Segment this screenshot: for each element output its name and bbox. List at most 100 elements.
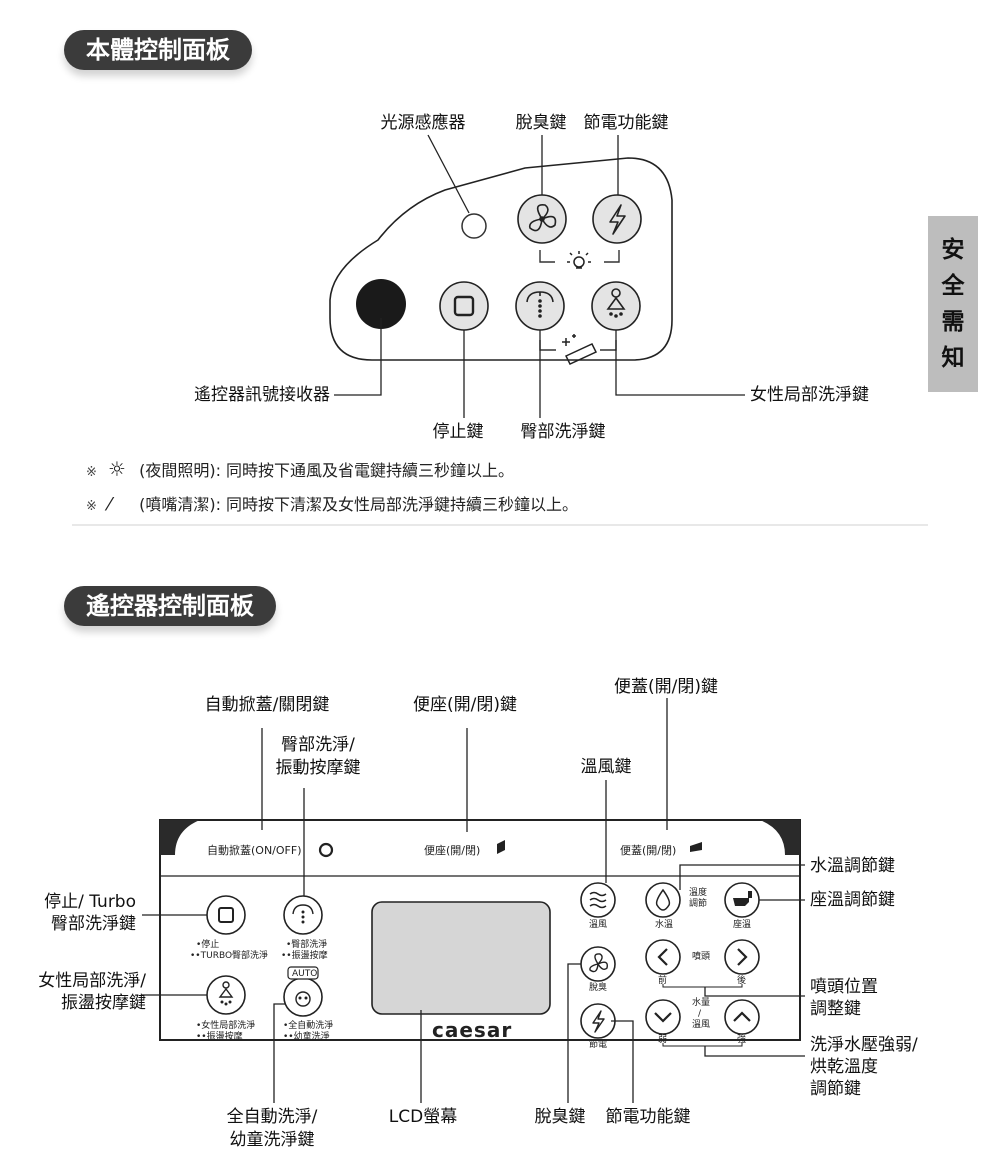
corner-left [160, 820, 200, 855]
side-tab-char: 需 [941, 309, 965, 335]
label-feminine-wash: 女性局部洗淨鍵 [750, 385, 869, 405]
feminine-massage-button[interactable] [206, 975, 246, 1015]
label-auto-wash-1: 全自動洗淨/ [226, 1107, 318, 1127]
nozzle-btn-label: 噴頭 [692, 952, 711, 962]
water-vol-1: 水量 [692, 998, 711, 1008]
strong-label: 強 [737, 1035, 747, 1045]
label-lid-toggle: 便蓋(開/閉)鍵 [614, 677, 718, 697]
note-text: (夜間照明): 同時按下通風及省電鍵持續三秒鐘以上。 [139, 461, 515, 480]
fem-sub-1: •女性局部洗淨 [196, 1021, 256, 1031]
nozzle-back-button[interactable] [724, 939, 760, 975]
stop-icon [453, 295, 475, 317]
lightning-icon [592, 1010, 605, 1033]
note-night-light: ※ ☼ (夜間照明): 同時按下通風及省電鍵持續三秒鐘以上。 [86, 458, 514, 484]
feminine-wash-button[interactable] [591, 281, 641, 331]
stop-turbo-button[interactable] [206, 895, 246, 935]
rear-sub-2: ••振盪按摩 [281, 951, 328, 961]
warm-air-icon [589, 891, 607, 909]
label-nozzle-1: 噴頭位置 [810, 977, 878, 997]
rear-wash-icon [292, 904, 314, 924]
label-pressure-3: 調節鍵 [810, 1079, 861, 1099]
note-text: (噴嘴清潔): 同時按下清潔及女性局部洗淨鍵持續三秒鐘以上。 [139, 495, 579, 514]
power-save-button[interactable] [592, 194, 642, 244]
label-deodorize: 脫臭鍵 [515, 113, 567, 133]
seat-temp-btn-label: 座溫 [733, 920, 752, 930]
side-tab-char: 全 [941, 273, 965, 299]
device-auto-lid-text: 自動掀蓋(ON/OFF) [207, 844, 302, 857]
deodorize-button[interactable] [517, 194, 567, 244]
sun-icon [567, 251, 591, 269]
note-mark: ※ [86, 499, 97, 514]
label-warm-air: 溫風鍵 [580, 757, 632, 777]
water-vol-3: 溫風 [692, 1020, 711, 1030]
brand-logo: caesar [432, 1018, 513, 1042]
label-stop: 停止鍵 [432, 422, 484, 442]
label-auto-wash-2: 幼童洗淨鍵 [229, 1130, 315, 1150]
note-mark: ※ [86, 465, 97, 480]
stop-icon [218, 907, 234, 923]
label-water-temp: 水溫調節鍵 [810, 856, 895, 876]
nozzle-front-button[interactable] [645, 939, 681, 975]
label-power-save-remote: 節電功能鍵 [605, 1107, 691, 1127]
pressure-weak-button[interactable] [645, 999, 681, 1035]
body-panel-outline [329, 157, 673, 361]
side-tab-safety: 安 全 需 知 [928, 216, 978, 392]
label-seat-toggle: 便座(開/閉)鍵 [413, 695, 517, 715]
label-lcd: LCD螢幕 [388, 1107, 458, 1127]
auto-sub-2: ••幼童洗淨 [283, 1032, 330, 1042]
water-temp-btn-label: 水溫 [655, 920, 674, 930]
nozzle-clean-icon: ⁄ [108, 494, 112, 515]
chevron-left-icon [657, 948, 668, 966]
deodorize-btn-label: 脫臭 [589, 983, 608, 993]
back-label: 後 [737, 976, 747, 986]
corner-right [760, 820, 800, 855]
feminine-wash-icon [606, 288, 626, 318]
remote-receiver [356, 279, 406, 329]
rear-wash-button[interactable] [515, 281, 565, 331]
lightning-icon [609, 204, 626, 235]
seat-temp-button[interactable] [724, 882, 760, 918]
deodorize-button[interactable] [580, 946, 616, 982]
water-vol-2: / [698, 1009, 702, 1019]
remote-panel-diagram [142, 698, 805, 1103]
label-fem-massage-1: 女性局部洗淨/ [38, 971, 146, 991]
chevron-up-icon [733, 1011, 751, 1022]
label-power-save: 節電功能鍵 [583, 113, 669, 133]
auto-badge: AUTO [292, 969, 318, 979]
label-seat-temp: 座溫調節鍵 [810, 890, 895, 910]
label-rear-wash: 臀部洗淨鍵 [520, 422, 606, 442]
sun-icon: ☼ [108, 457, 126, 481]
weak-label: 弱 [658, 1035, 668, 1045]
light-sensor [461, 213, 487, 239]
water-temp-button[interactable] [645, 882, 681, 918]
lid-icon [690, 842, 702, 852]
temp-adjust-2: 調節 [689, 899, 708, 909]
warm-air-btn-label: 溫風 [589, 920, 608, 930]
chevron-right-icon [737, 948, 748, 966]
label-pressure-1: 洗淨水壓強弱/ [810, 1035, 918, 1055]
fan-icon [528, 203, 557, 232]
pressure-strong-button[interactable] [724, 999, 760, 1035]
label-nozzle-2: 調整鍵 [810, 999, 861, 1019]
seat-icon [497, 840, 505, 854]
side-tab-char: 知 [941, 345, 965, 371]
rear-massage-button[interactable] [283, 895, 323, 935]
device-lid-text: 便蓋(開/閉) [620, 844, 677, 857]
water-drop-icon [655, 888, 671, 911]
side-tab-char: 安 [941, 237, 965, 263]
auto-sub-1: •全自動洗淨 [283, 1021, 334, 1031]
label-rear-massage-2: 振動按摩鍵 [275, 758, 361, 778]
stop-button[interactable] [439, 281, 489, 331]
feminine-wash-icon [218, 981, 234, 1006]
night-light-bracket [539, 250, 620, 263]
label-light-sensor: 光源感應器 [380, 113, 466, 133]
note-nozzle-clean: ※ ⁄ (噴嘴清潔): 同時按下清潔及女性局部洗淨鍵持續三秒鐘以上。 [86, 494, 578, 518]
label-stop-turbo-1: 停止/ Turbo [44, 892, 136, 912]
nozzle-clean-icon [562, 334, 598, 365]
warm-air-button[interactable] [580, 882, 616, 918]
label-rear-massage-1: 臀部洗淨/ [281, 735, 355, 755]
auto-wash-button[interactable] [283, 966, 323, 1017]
label-stop-turbo-2: 臀部洗淨鍵 [51, 914, 136, 934]
power-save-button[interactable] [580, 1003, 616, 1039]
body-panel-diagram [72, 134, 928, 526]
